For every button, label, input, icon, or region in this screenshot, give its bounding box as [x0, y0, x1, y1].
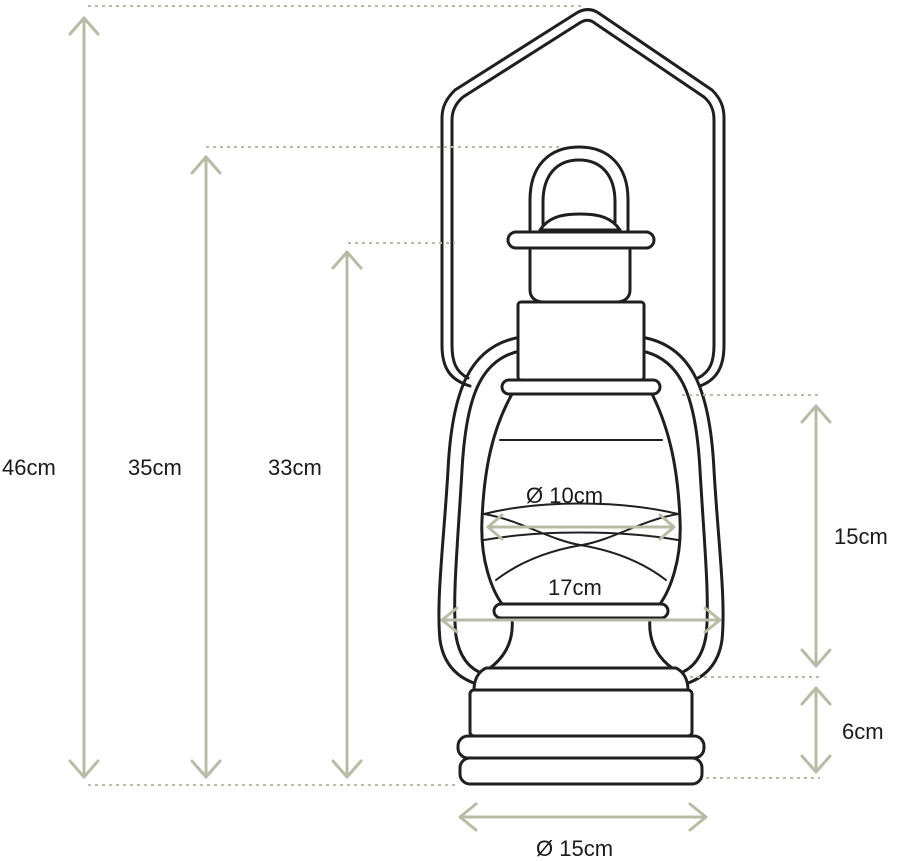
lantern-drawing: [437, 8, 726, 786]
tank-neck: [488, 616, 674, 670]
arrow-height-35: [190, 155, 222, 779]
hanger-inner: [450, 18, 716, 380]
arrow-base-diameter: [458, 802, 708, 832]
label-width: 17cm: [548, 575, 602, 600]
base-foot: [458, 756, 704, 786]
arrow-width: [440, 606, 722, 634]
top-ring-outer: [528, 145, 630, 242]
label-base-diameter: Ø 15cm: [536, 836, 613, 861]
label-glass-diameter: Ø 10cm: [526, 483, 603, 508]
glass-curve-lower: [483, 531, 679, 541]
arrow-glass-diameter: [486, 513, 676, 541]
chimney: [528, 246, 632, 304]
glass-curve-upper: [483, 502, 679, 515]
left-guard-outer: [437, 336, 518, 687]
chimney-collar: [516, 300, 646, 382]
arrow-height-33: [331, 250, 363, 779]
cap-brim: [506, 230, 656, 250]
base-body: [468, 688, 694, 738]
right-guard-inner: [644, 350, 709, 676]
right-guard-outer: [644, 336, 725, 687]
tank-shoulder: [472, 666, 690, 692]
base-rim: [456, 734, 706, 760]
label-glass-height: 15cm: [834, 524, 888, 549]
top-ring-inner: [541, 158, 617, 242]
label-total-height: 46cm: [2, 455, 56, 480]
label-height-35: 35cm: [128, 455, 182, 480]
dimension-labels: 46cm 35cm 33cm 15cm 6cm Ø 10cm 17cm Ø 15…: [2, 455, 888, 861]
label-height-33: 33cm: [268, 455, 322, 480]
dimension-arrows: [68, 16, 832, 832]
left-guard-inner: [453, 350, 518, 676]
dimension-guides: [88, 5, 820, 786]
glass-top-ring: [500, 378, 662, 396]
glass-bottom-ring: [492, 602, 670, 620]
arrow-base-height: [800, 686, 832, 774]
hanger-outer: [440, 8, 726, 388]
cap-top: [538, 212, 622, 232]
arrow-glass-height: [800, 404, 832, 668]
label-base-height: 6cm: [842, 719, 884, 744]
glass-curve-cross-b: [495, 513, 679, 581]
arrow-total-height: [68, 16, 100, 779]
